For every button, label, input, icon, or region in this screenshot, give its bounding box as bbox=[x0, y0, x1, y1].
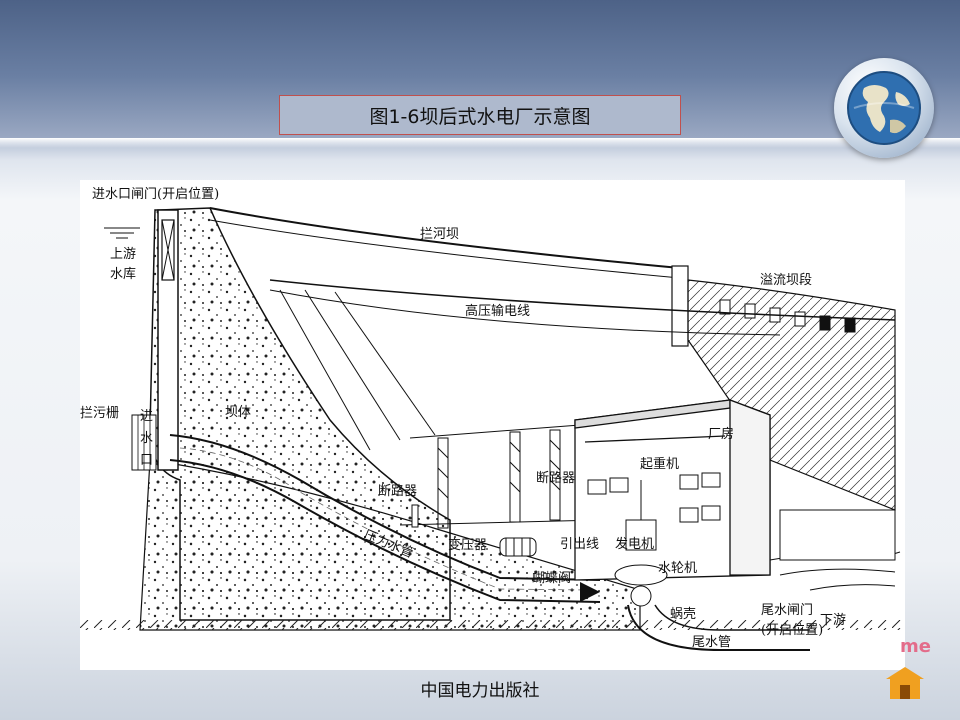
tailrace-wall bbox=[779, 509, 896, 561]
label-intake-gate: 进水口闸门(开启位置) bbox=[92, 187, 219, 202]
home-label[interactable]: me bbox=[900, 636, 931, 657]
upstream-water-marks bbox=[104, 227, 140, 239]
hydropower-diagram: 进水口闸门(开启位置) 上游 水库 拦河坝 溢流坝段 高压输电线 拦污栅 进 水… bbox=[80, 180, 905, 670]
powerhouse bbox=[574, 399, 771, 581]
hv-line bbox=[269, 279, 896, 321]
foundation bbox=[139, 459, 641, 631]
label-intake-c2: 水 bbox=[140, 431, 153, 446]
label-downstream: 下游 bbox=[820, 613, 846, 628]
butterfly-valve bbox=[580, 582, 600, 602]
generator-unit bbox=[614, 480, 668, 607]
label-tail-gate-2: (开启位置) bbox=[761, 623, 823, 638]
ground-hatch bbox=[80, 620, 905, 630]
label-turbine: 水轮机 bbox=[658, 561, 697, 576]
label-dam-body: 坝体 bbox=[225, 405, 251, 420]
switchyard bbox=[399, 424, 601, 529]
draft-tube bbox=[627, 604, 810, 651]
label-breaker-2: 断路器 bbox=[536, 470, 575, 486]
label-tail-gate-1: 尾水闸门 bbox=[761, 603, 813, 618]
penstock bbox=[169, 434, 601, 581]
label-spillway: 溢流坝段 bbox=[760, 273, 812, 288]
river-dam-crest bbox=[209, 207, 681, 269]
label-crane: 起重机 bbox=[640, 456, 679, 472]
label-powerhouse: 厂房 bbox=[708, 426, 734, 442]
header-shine bbox=[0, 138, 960, 148]
label-upstream-1: 上游 bbox=[110, 247, 136, 262]
label-breaker-1: 断路器 bbox=[378, 483, 417, 499]
dam-pier bbox=[671, 265, 689, 347]
label-transformer: 变压器 bbox=[448, 537, 487, 553]
spillway-section bbox=[687, 279, 896, 511]
slide-title: 图1-6坝后式水电厂示意图 bbox=[279, 95, 681, 135]
transformer bbox=[499, 537, 537, 557]
label-lead-out: 引出线 bbox=[560, 537, 599, 552]
label-draft-tube: 尾水管 bbox=[692, 635, 731, 650]
label-intake-c3: 口 bbox=[140, 453, 153, 468]
globe-icon bbox=[834, 58, 934, 158]
breaker-left bbox=[411, 504, 419, 528]
label-hv-line: 高压输电线 bbox=[465, 303, 530, 319]
home-icon[interactable] bbox=[882, 665, 928, 701]
label-trash-rack: 拦污栅 bbox=[80, 406, 119, 421]
label-generator: 发电机 bbox=[615, 536, 654, 552]
label-upstream-2: 水库 bbox=[110, 266, 136, 282]
label-butterfly-valve: 蝴蝶阀 bbox=[532, 571, 571, 586]
publisher-label: 中国电力出版社 bbox=[420, 681, 540, 701]
label-scroll-case: 蜗壳 bbox=[670, 606, 696, 622]
label-intake-c1: 进 bbox=[140, 409, 153, 424]
label-river-dam: 拦河坝 bbox=[420, 227, 459, 242]
